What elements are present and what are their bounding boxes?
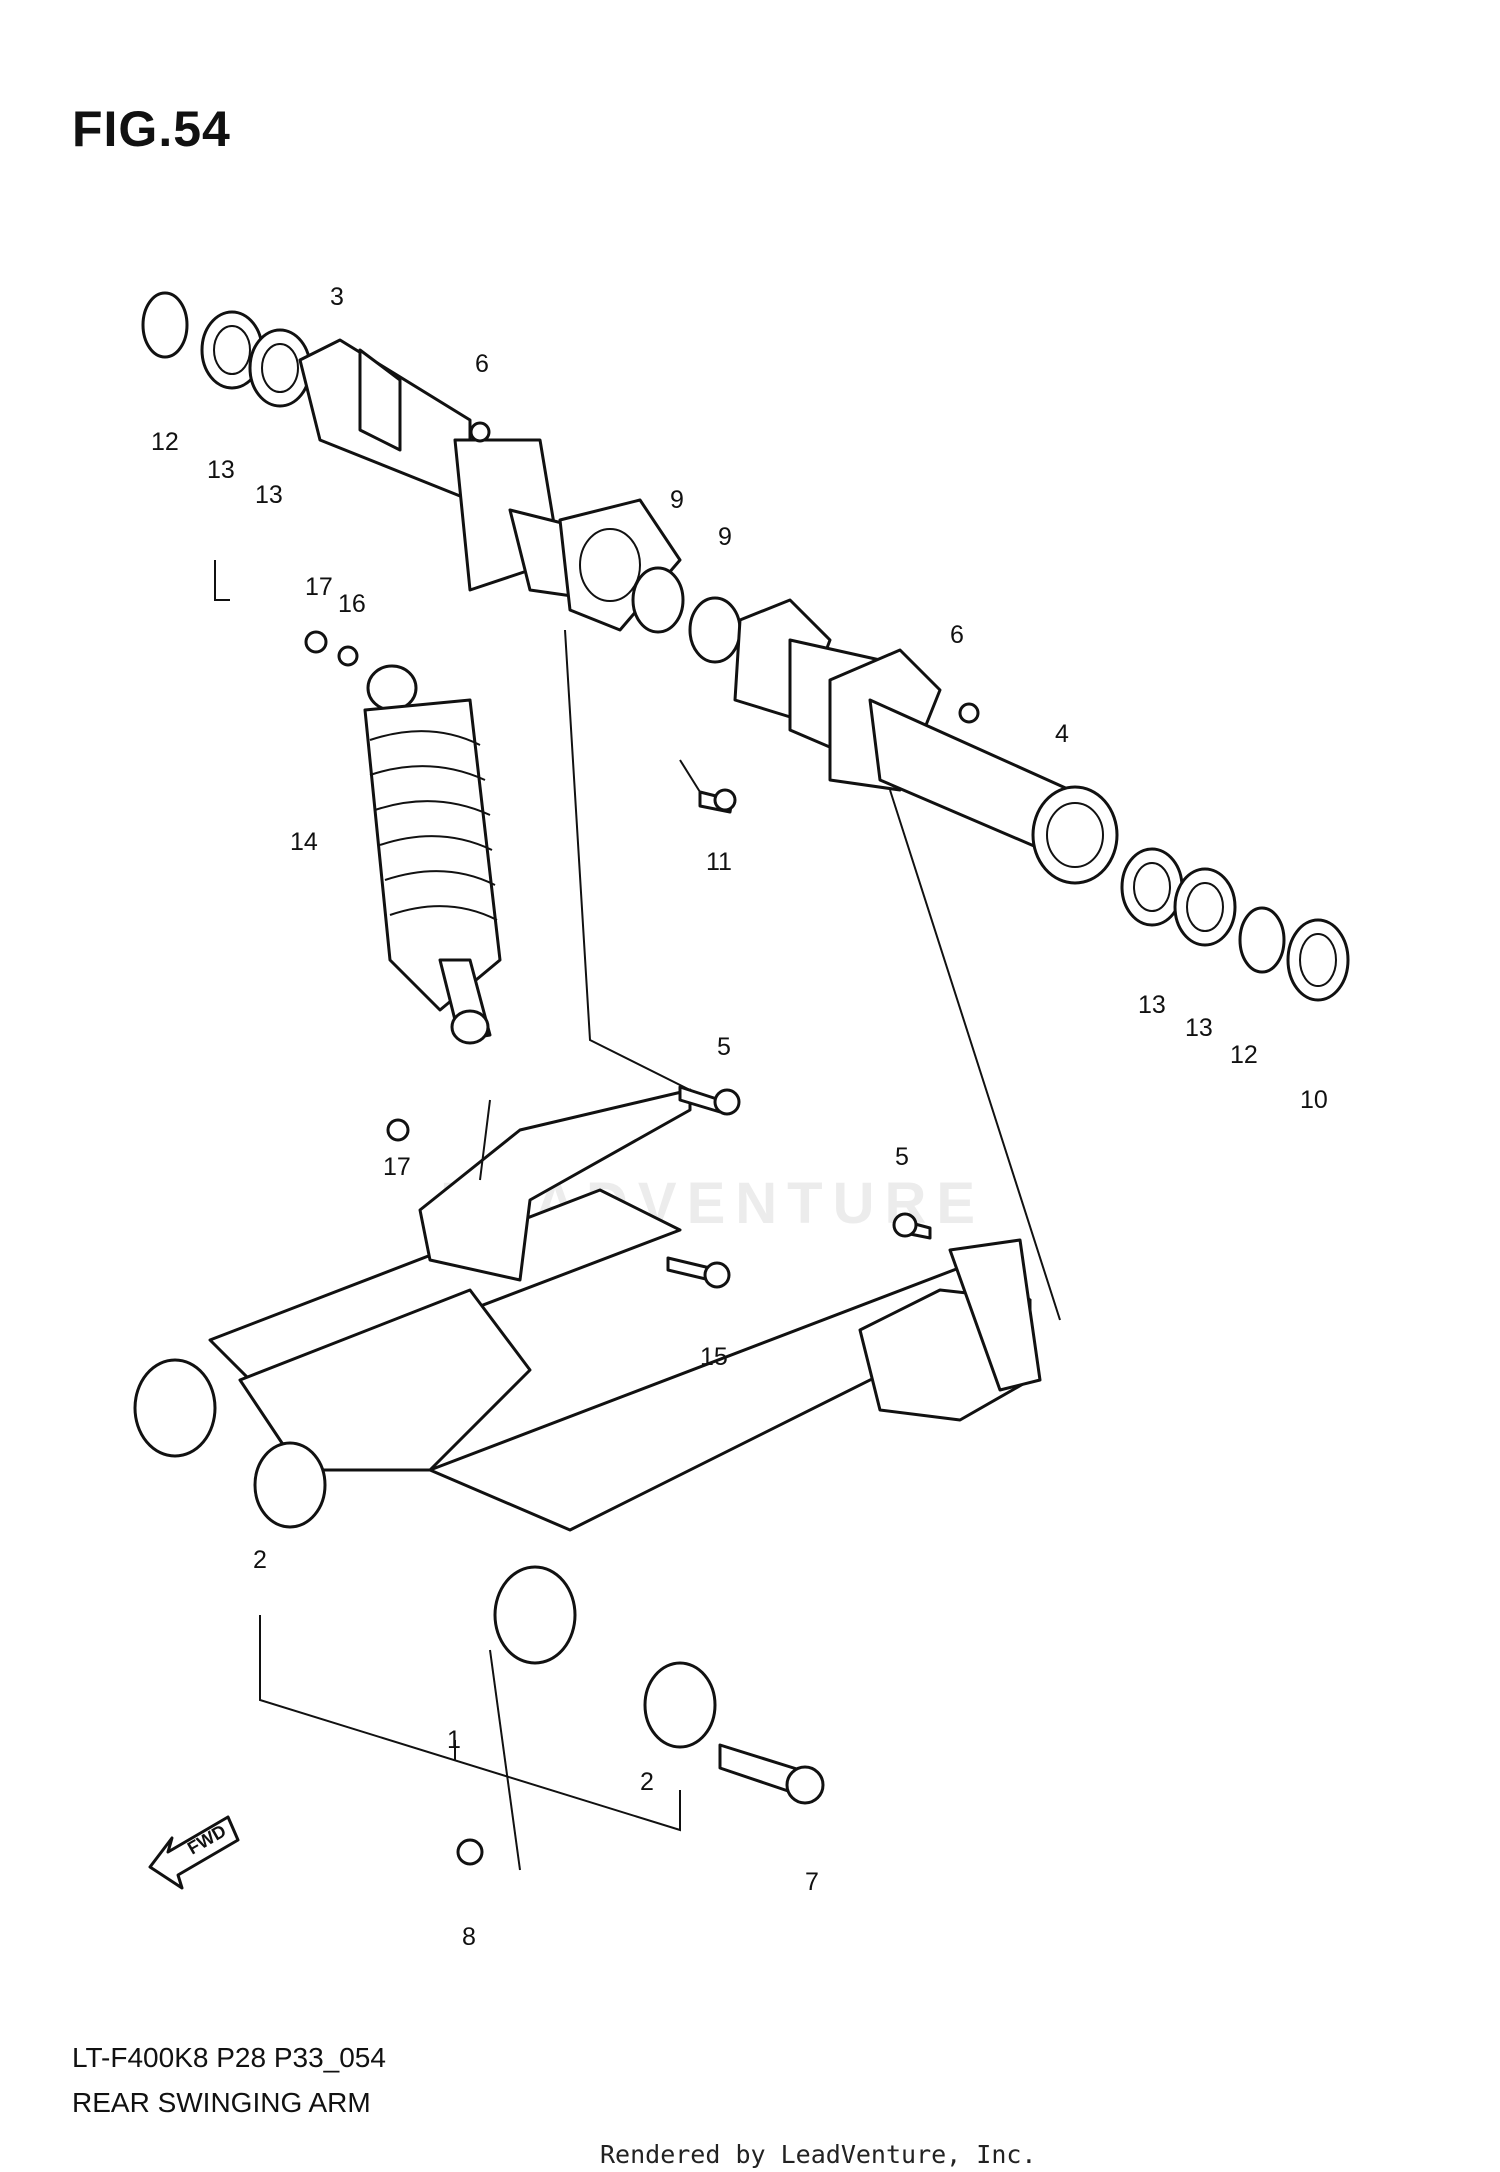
callout-13b: 13: [255, 481, 283, 509]
bearing-13c: [1120, 847, 1184, 927]
circlip-12b: [1238, 906, 1286, 974]
seal-10: [1286, 918, 1350, 1002]
callout-2: 2: [253, 1546, 267, 1574]
callout-17: 17: [305, 573, 333, 601]
shock-mount: [418, 1088, 692, 1282]
bearing-13d: [1173, 867, 1237, 947]
callout-17b: 17: [383, 1153, 411, 1181]
callout-3: 3: [330, 283, 344, 311]
callout-11: 11: [706, 848, 732, 876]
callout-6b: 6: [950, 621, 964, 649]
nut-6: [469, 421, 491, 443]
callout-9b: 9: [718, 523, 732, 551]
o-ring-9: [631, 566, 685, 634]
callout-8: 8: [462, 1923, 476, 1951]
callout-7: 7: [805, 1868, 819, 1896]
callout-13: 13: [207, 456, 235, 484]
callout-5b: 5: [895, 1143, 909, 1171]
figure-title: FIG.54: [72, 101, 231, 157]
pivot-left: [133, 1358, 217, 1458]
callout-13d: 13: [1185, 1014, 1213, 1042]
callout-2b: 2: [640, 1768, 654, 1796]
callout-14: 14: [290, 828, 318, 856]
callout-13c: 13: [1138, 991, 1166, 1019]
callout-16: 16: [338, 590, 366, 618]
diagram-caption: REAR SWINGING ARM: [72, 2087, 371, 2118]
swing-arm-1: [133, 1088, 1042, 1665]
callout-1: 1: [447, 1726, 461, 1754]
model-code: LT-F400K8 P28 P33_054: [72, 2042, 386, 2073]
bushing-2b: [643, 1661, 717, 1749]
bushing-2: [253, 1441, 327, 1529]
nut-17: [304, 630, 328, 654]
callout-5: 5: [717, 1033, 731, 1061]
shock-absorber-14: [304, 630, 502, 1045]
pivot-right: [493, 1565, 577, 1665]
rendered-by-credit: Rendered by LeadVenture, Inc.: [600, 2140, 1037, 2169]
nut-6b: [958, 702, 980, 724]
callout-15: 15: [700, 1343, 728, 1371]
callout-labels: 12 13 13 3 6 9 9 6 4 17 16 14 11 13 13 1…: [151, 283, 1328, 1951]
callout-12: 12: [151, 428, 179, 456]
circlip-12: [141, 291, 189, 359]
washer-16: [337, 645, 359, 667]
fwd-arrow-icon: FWD: [148, 1815, 240, 1890]
housing-end: [1031, 785, 1119, 885]
callout-12b: 12: [1230, 1041, 1258, 1069]
nut-8: [456, 1838, 484, 1866]
callout-6: 6: [475, 350, 489, 378]
callout-9: 9: [670, 486, 684, 514]
callout-4: 4: [1055, 720, 1069, 748]
o-ring-9b: [688, 596, 742, 664]
callout-10: 10: [1300, 1086, 1328, 1114]
axle-housing-right: [688, 596, 1350, 1002]
nut-17b: [386, 1118, 410, 1142]
axle-housing-left: [141, 291, 685, 634]
